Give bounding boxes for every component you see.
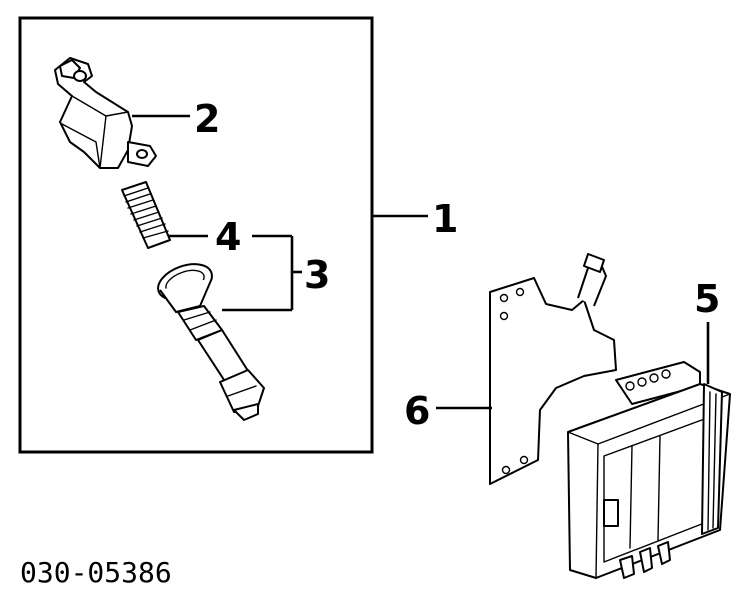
bracket-drawing: [489, 253, 617, 485]
assembly-frame: [18, 16, 374, 454]
leader-lines: [132, 114, 710, 410]
callout-4: 4: [215, 215, 241, 259]
ecu-module-drawing: [567, 361, 731, 579]
callout-1: 1: [432, 197, 458, 241]
callout-3: 3: [304, 253, 330, 297]
boot-drawing: [157, 263, 265, 421]
callout-2: 2: [194, 97, 220, 141]
ignition-coil-drawing: [54, 57, 157, 169]
part-number-label: 030-05386: [20, 556, 172, 589]
callout-6: 6: [404, 389, 430, 433]
spring-drawing: [121, 181, 171, 249]
callout-5: 5: [694, 277, 720, 321]
